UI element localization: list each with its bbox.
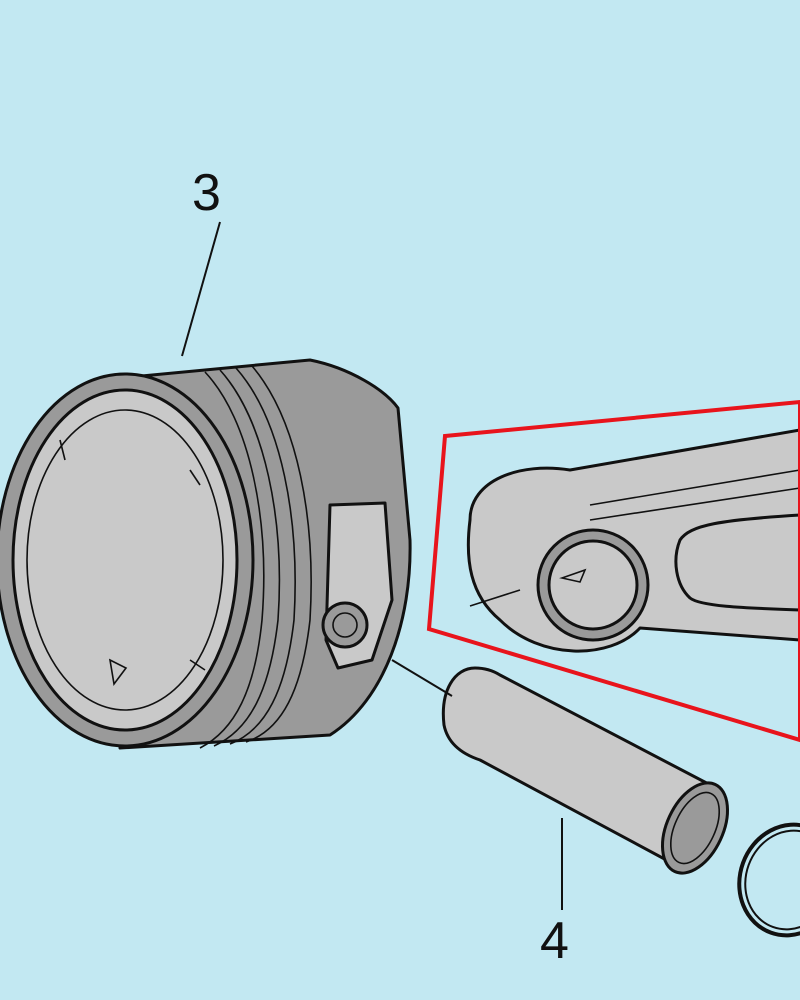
callout-label-4: 4 [540,912,569,970]
highlight-box [426,399,800,743]
leader-line-3 [181,221,221,357]
piston-pin [441,666,729,875]
piston [0,358,412,750]
callout-label-3: 3 [192,164,221,222]
leader-line-pin [391,659,453,697]
snap-ring [737,822,800,938]
connecting-rod [466,428,800,653]
